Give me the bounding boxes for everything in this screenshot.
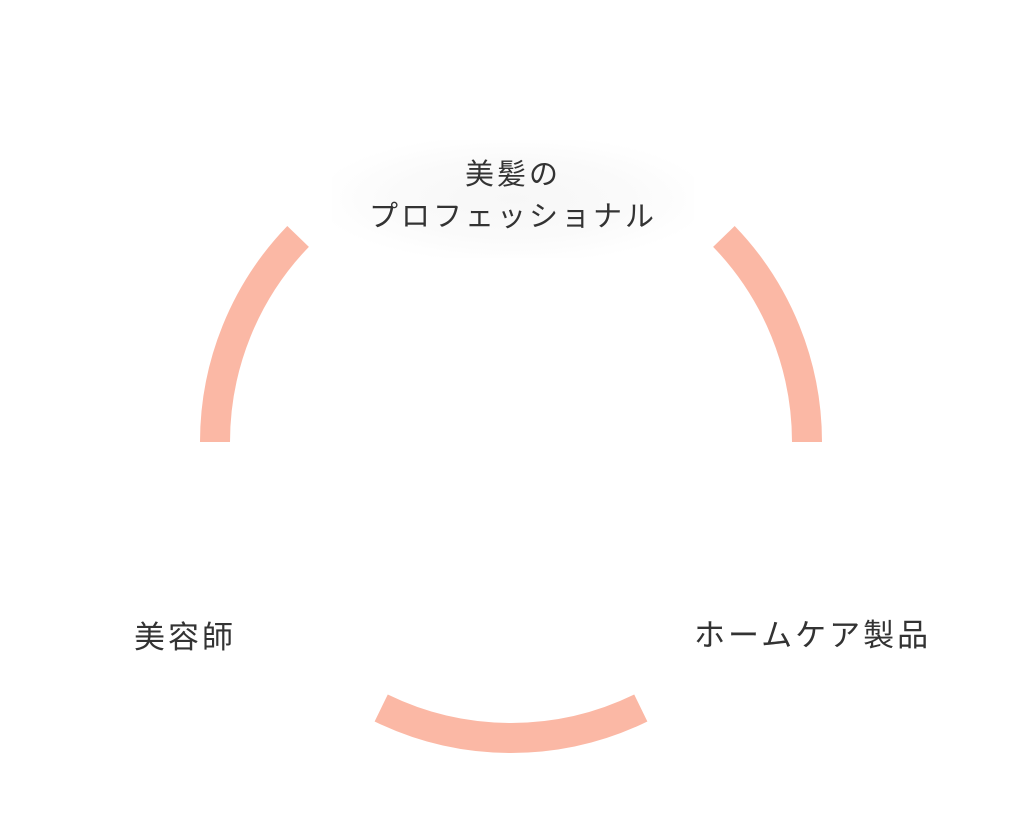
arc-upper-right xyxy=(713,225,822,443)
node-hair-professional-line1: 美髪の xyxy=(464,157,561,191)
node-hair-professional: 美髪の プロフェッショナル xyxy=(332,140,694,258)
node-hair-professional-line2: プロフェッショナル xyxy=(368,199,657,233)
arc-bottom xyxy=(374,694,648,753)
node-home-care-products: ホームケア製品 xyxy=(694,618,932,654)
arc-upper-left xyxy=(200,225,309,443)
node-beautician: 美容師 xyxy=(134,620,236,656)
